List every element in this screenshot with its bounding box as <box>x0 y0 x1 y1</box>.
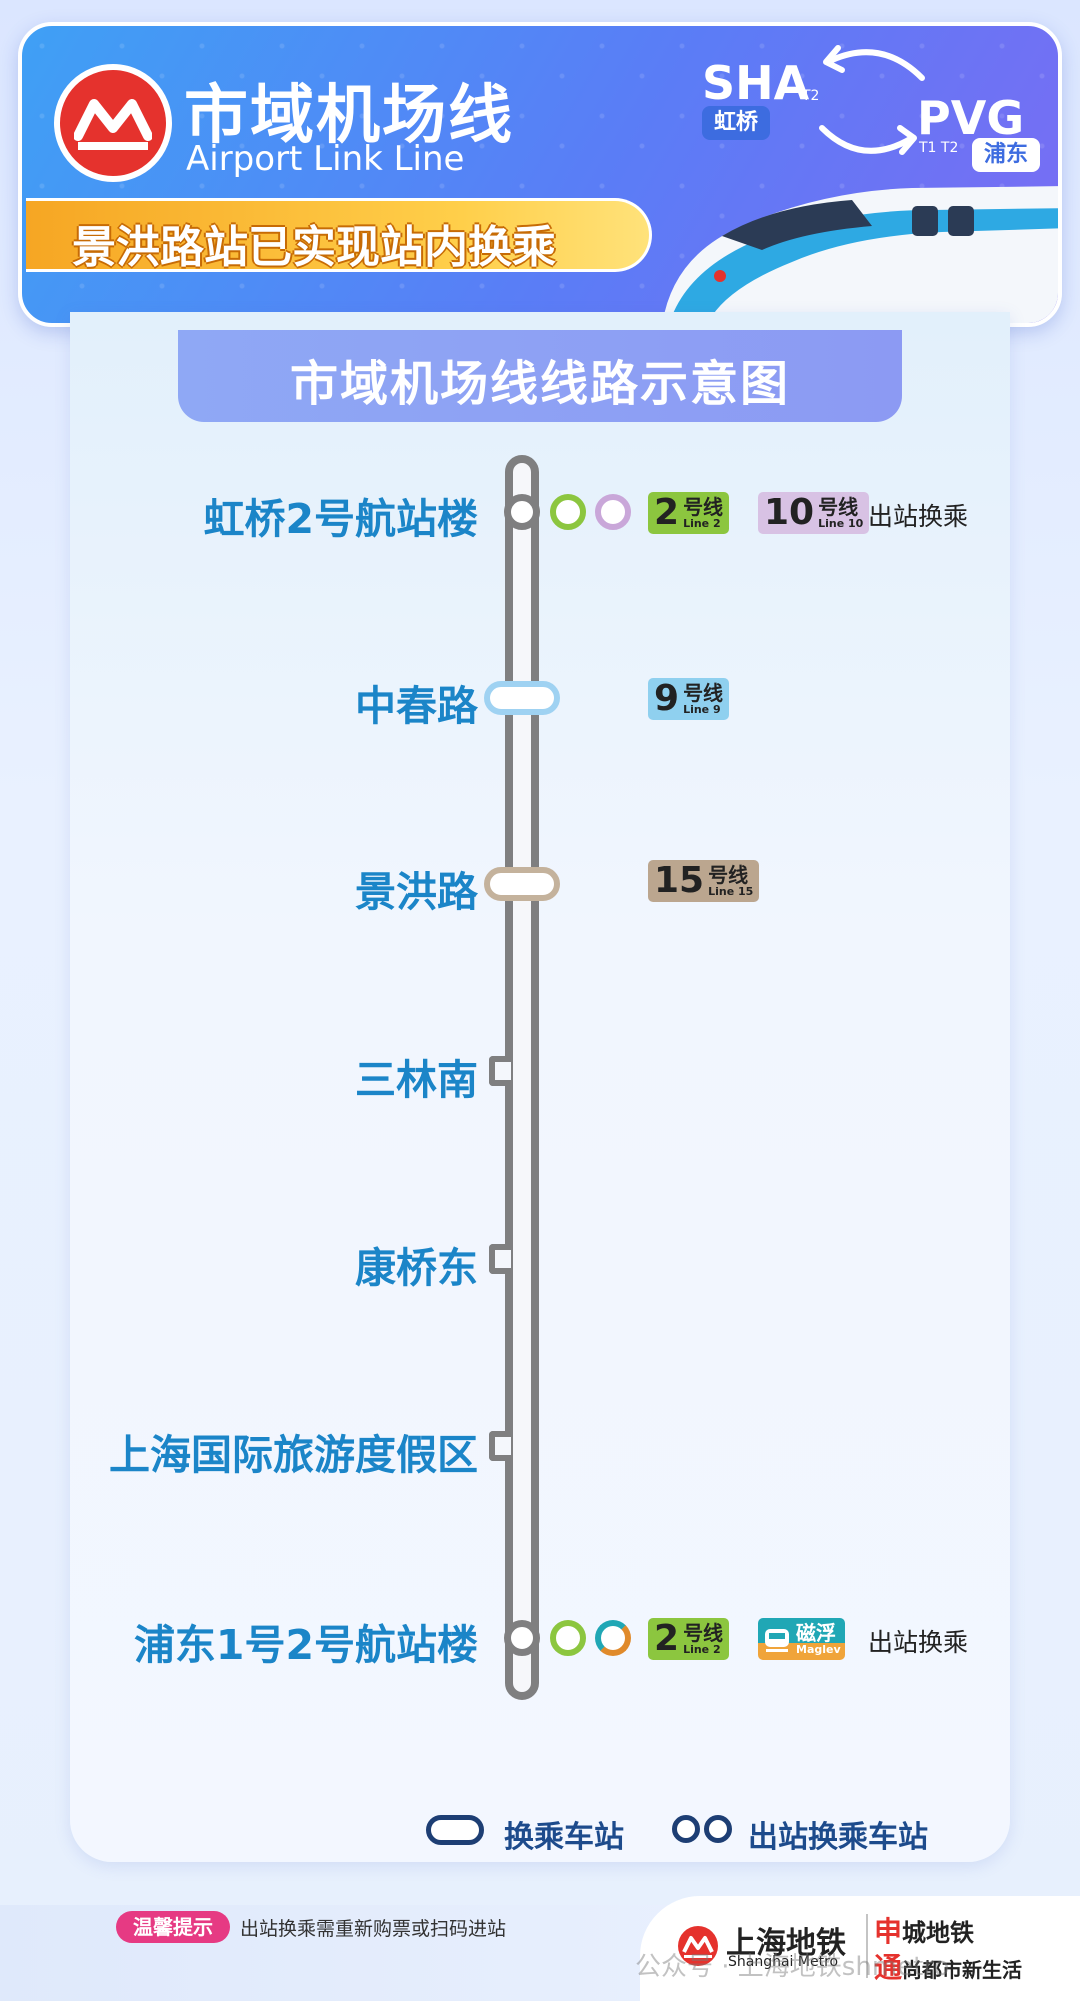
badge-en: Maglev <box>796 1643 841 1656</box>
badge-number: 2 <box>654 492 680 533</box>
badge-cn: 号线 <box>683 681 724 705</box>
exit-transfer-node <box>504 1620 540 1656</box>
train-icon <box>662 186 1058 323</box>
line-2-ring <box>550 494 586 530</box>
badge-number: 15 <box>654 860 705 901</box>
legend-exit-ring-icon <box>704 1815 732 1843</box>
station-name: 景洪路 <box>355 868 478 916</box>
badge-en: Line 15 <box>708 885 754 898</box>
legend-exit-ring-icon <box>672 1815 700 1843</box>
watermark: 公众号 · 上海地铁shmetro <box>635 1952 950 1982</box>
pvg-badge: 浦东 <box>972 138 1040 172</box>
shanghai-metro-logo-icon <box>54 64 172 182</box>
tip-text: 出站换乘需重新购票或扫码进站 <box>240 1918 507 1940</box>
slogan-line-2: 通尚都市新生活 <box>874 1946 1022 1986</box>
divider <box>866 1914 868 1978</box>
notice-text: 景洪路站已实现站内换乘 <box>72 222 556 273</box>
notice-ribbon: 景洪路站已实现站内换乘 <box>26 198 652 273</box>
sha-badge: 虹桥 <box>702 106 770 140</box>
slogan-text: 尚都市新生活 <box>902 1958 1023 1982</box>
maglev-icon <box>765 1629 789 1652</box>
metro-brand-en: Shanghai Metro <box>728 1954 839 1970</box>
badge-cn: 号线 <box>818 495 859 519</box>
sha-terminal: T2 <box>802 88 820 104</box>
slogan-line-1: 申城地铁 <box>874 1910 974 1950</box>
badge-cn: 号线 <box>683 495 724 519</box>
transfer-node <box>484 867 560 901</box>
header-banner: 市域机场线 Airport Link Line 景洪路站已实现站内换乘 SHA … <box>18 22 1062 327</box>
exit-transfer-node <box>504 494 540 530</box>
station-tick <box>489 1431 511 1461</box>
card-title-box: 市域机场线线路示意图 <box>178 330 902 422</box>
transfer-node <box>484 681 560 715</box>
pvg-code: PVG <box>917 91 1025 145</box>
pvg-terminal: T1 T2 <box>919 140 959 156</box>
station-tick <box>489 1056 511 1086</box>
badge-en: Line 2 <box>683 517 721 530</box>
card-title: 市域机场线线路示意图 <box>289 356 790 412</box>
legend-exit-transfer-label: 出站换乘车站 <box>748 1820 928 1855</box>
badge-en: Line 2 <box>683 1643 721 1656</box>
badge-en: Line 9 <box>683 703 721 716</box>
tip-badge: 温馨提示 <box>116 1911 230 1943</box>
route-card <box>70 312 1010 1862</box>
legend-transfer-icon <box>426 1815 484 1845</box>
station-name: 中春路 <box>355 682 478 730</box>
station-name: 康桥东 <box>355 1244 478 1292</box>
badge-cn: 磁浮 <box>796 1621 836 1645</box>
line-title-en: Airport Link Line <box>186 139 465 179</box>
badge-number: 2 <box>654 1618 680 1659</box>
line-2-ring <box>550 1620 586 1656</box>
line-title: 市域机场线 <box>184 79 514 153</box>
badge-number: 9 <box>654 678 680 719</box>
sha-code: SHA <box>702 56 810 110</box>
route-arrows-icon <box>819 45 925 155</box>
station-name: 三林南 <box>355 1056 478 1104</box>
legend-transfer-label: 换乘车站 <box>504 1820 624 1855</box>
badge-number: 10 <box>764 492 815 533</box>
station-name: 上海国际旅游度假区 <box>109 1431 478 1479</box>
line-10-ring <box>595 494 631 530</box>
shanghai-metro-logo-icon <box>678 1926 718 1966</box>
badge-en: Line 10 <box>818 517 864 530</box>
exit-transfer-note: 出站换乘 <box>868 1628 969 1657</box>
slogan-mark: 申 <box>874 1915 903 1948</box>
station-name: 虹桥2号航站楼 <box>203 495 478 543</box>
badge-cn: 号线 <box>683 1621 724 1645</box>
metro-brand-cn: 上海地铁 <box>726 1926 846 1961</box>
station-tick <box>489 1244 511 1274</box>
exit-transfer-note: 出站换乘 <box>868 502 969 531</box>
slogan-text: 城地铁 <box>902 1919 975 1947</box>
badge-cn: 号线 <box>708 863 749 887</box>
slogan-mark: 通 <box>874 1951 903 1984</box>
maglev-ring <box>595 1620 631 1656</box>
station-name: 浦东1号2号航站楼 <box>133 1621 478 1669</box>
